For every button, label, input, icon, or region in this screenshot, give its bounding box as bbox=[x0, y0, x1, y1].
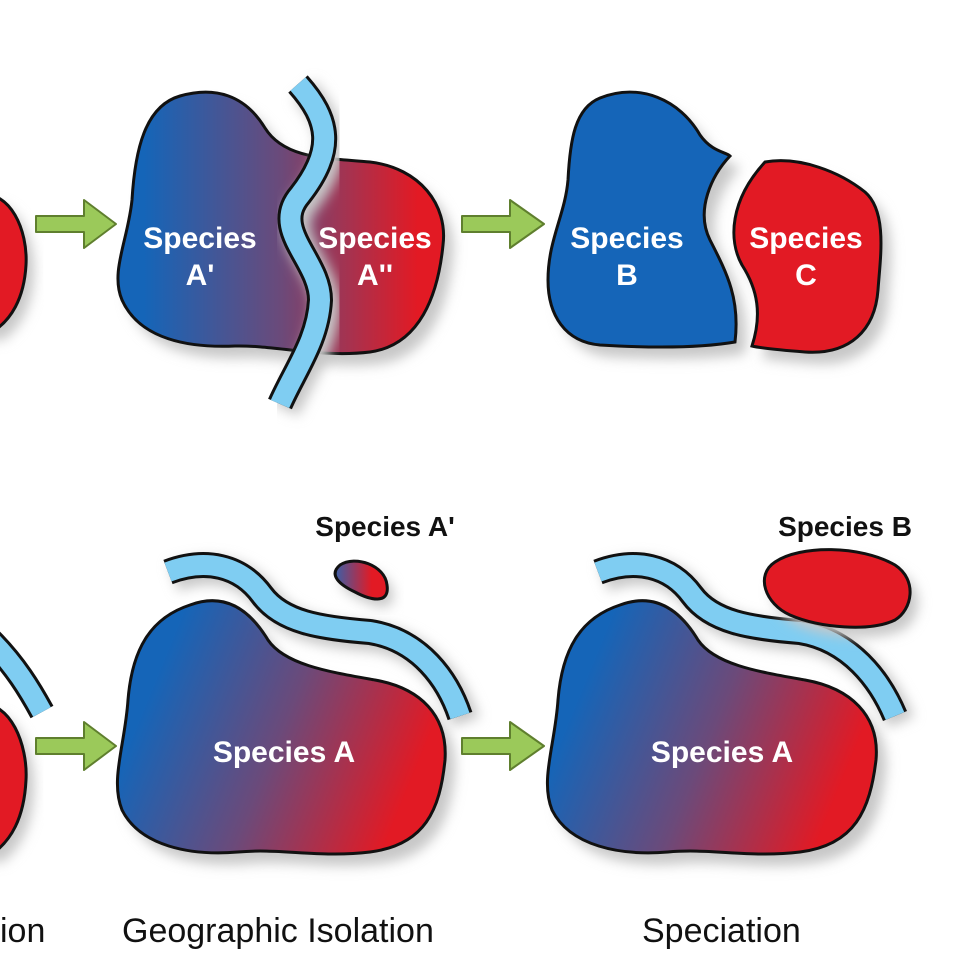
species-c-blob bbox=[732, 159, 891, 365]
species-a-label-right: Species A bbox=[651, 736, 793, 769]
species-a-prime-island bbox=[333, 559, 394, 608]
species-a-label-middle: Species A bbox=[213, 736, 355, 769]
caption-speciation: Speciation bbox=[642, 912, 801, 950]
arrow-bottom-1 bbox=[35, 721, 117, 771]
arrow-bottom-2 bbox=[461, 721, 545, 771]
species-b-label-line1: Species bbox=[570, 222, 683, 255]
species-a-double-prime-label-line1: Species bbox=[318, 222, 431, 255]
species-c-label-line1: Species bbox=[749, 222, 862, 255]
species-b-blob bbox=[546, 90, 747, 359]
species-b-island bbox=[762, 548, 919, 638]
arrow-top-1 bbox=[35, 199, 117, 249]
species-a-prime-label-line2: A' bbox=[186, 259, 215, 292]
partial-river-bottom bbox=[0, 631, 54, 719]
caption-geographic-isolation: Geographic Isolation bbox=[122, 912, 434, 950]
species-a-double-prime-label-line2: A'' bbox=[357, 259, 393, 292]
river-barrier-bottom-middle bbox=[163, 552, 480, 727]
species-a-prime-label-line1: Species bbox=[143, 222, 256, 255]
species-b-label-line2: B bbox=[616, 259, 638, 292]
species-b-island-label: Species B bbox=[778, 511, 912, 542]
river-barrier-top bbox=[268, 75, 345, 416]
species-a-prime-island-label: Species A' bbox=[315, 511, 454, 542]
partial-population-blob-bottom bbox=[0, 708, 35, 862]
caption-left-partial: ion bbox=[0, 912, 46, 950]
arrow-top-2 bbox=[461, 199, 545, 249]
species-a-blob-right bbox=[545, 599, 887, 866]
river-barrier-bottom-right bbox=[593, 552, 914, 728]
partial-population-blob-top bbox=[0, 197, 35, 340]
species-c-label-line2: C bbox=[795, 259, 817, 292]
species-a-blob-middle bbox=[115, 599, 456, 866]
